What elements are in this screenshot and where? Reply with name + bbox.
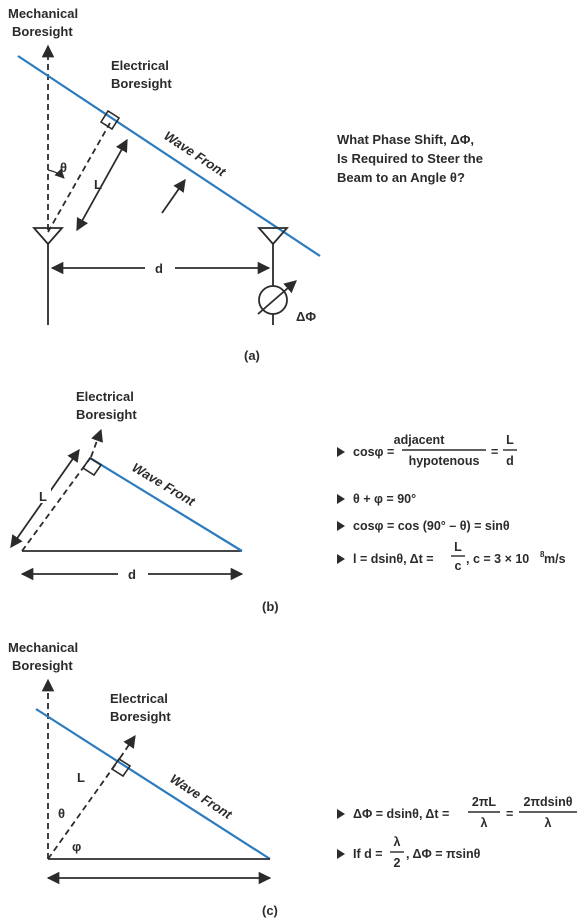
question-text: What Phase Shift, ΔΦ, Is Required to Ste…	[337, 132, 487, 185]
equation-b3: cosφ = cos (90° – θ) = sinθ	[337, 519, 510, 533]
svg-text:cosφ = cos (90° – θ) = sinθ: cosφ = cos (90° – θ) = sinθ	[353, 519, 510, 533]
propagation-arrow	[161, 178, 186, 214]
mechanical-boresight-label: Mechanical Boresight	[8, 640, 82, 673]
svg-text:, c = 3 × 10: , c = 3 × 10	[466, 552, 529, 566]
d-label: d	[128, 567, 136, 582]
svg-text:cosφ =: cosφ =	[353, 445, 394, 459]
l-label: L	[39, 489, 47, 504]
phi-label: φ	[72, 839, 81, 854]
bullet-triangle-icon	[337, 849, 345, 859]
phase-shifter-icon	[257, 280, 297, 315]
theta-arc	[47, 168, 65, 179]
svg-text:2πL: 2πL	[472, 795, 497, 809]
equation-b4: l = dsinθ, Δt = L c , c = 3 × 10 8 m/s	[337, 540, 566, 573]
svg-text:=: =	[506, 807, 513, 821]
bullet-triangle-icon	[337, 494, 345, 504]
delta-phi-label: ΔΦ	[296, 309, 316, 324]
l-dimension-arrow	[76, 138, 128, 232]
electrical-boresight-line	[21, 456, 92, 552]
wave-front-line	[89, 457, 243, 552]
svg-text:d: d	[506, 454, 514, 468]
svg-text:L: L	[454, 540, 462, 554]
svg-text:λ: λ	[545, 816, 552, 830]
bullet-triangle-icon	[337, 554, 345, 564]
caption-a: (a)	[244, 348, 260, 363]
equation-b1: cosφ = adjacent adjacent hypotenous = L …	[337, 433, 517, 468]
electrical-boresight-line	[47, 757, 121, 860]
electrical-boresight-label: Electrical Boresight	[111, 58, 172, 91]
l-label-bg	[37, 487, 51, 503]
svg-text:If d =: If d =	[353, 847, 383, 861]
l-label: L	[77, 770, 85, 785]
svg-text:λ: λ	[481, 816, 488, 830]
bullet-triangle-icon	[337, 447, 345, 457]
svg-text:=: =	[491, 445, 498, 459]
svg-text:adjacent: adjacent	[394, 433, 446, 447]
bullet-triangle-icon	[337, 809, 345, 819]
svg-text:c: c	[455, 559, 462, 573]
svg-text:θ + φ = 90°: θ + φ = 90°	[353, 492, 416, 506]
panel-c: Mechanical Boresight Electrical Boresigh…	[8, 640, 577, 918]
svg-text:, ΔΦ = πsinθ: , ΔΦ = πsinθ	[406, 847, 481, 861]
svg-text:2: 2	[394, 856, 401, 870]
electrical-boresight-label: Electrical Boresight	[76, 389, 137, 422]
caption-c: (c)	[262, 903, 278, 918]
electrical-boresight-arrow	[90, 428, 103, 458]
svg-text:m/s: m/s	[544, 552, 566, 566]
bullet-triangle-icon	[337, 521, 345, 531]
d-label: d	[155, 261, 163, 276]
svg-text:8: 8	[540, 550, 545, 559]
svg-text:λ: λ	[394, 835, 401, 849]
panel-b: Electrical Boresight Wave Front L d cosφ…	[10, 389, 566, 614]
caption-b: (b)	[262, 599, 279, 614]
right-angle-mark	[99, 109, 121, 131]
right-angle-mark	[81, 456, 103, 477]
electrical-boresight-label: Electrical Boresight	[110, 691, 171, 724]
wave-front-label: Wave Front	[129, 460, 198, 510]
wave-front-line	[35, 708, 271, 860]
theta-label: θ	[58, 806, 65, 821]
equation-c2: If d = λ 2 , ΔΦ = πsinθ	[337, 835, 481, 870]
svg-text:2πdsinθ: 2πdsinθ	[524, 795, 573, 809]
svg-text:l = dsinθ, Δt =: l = dsinθ, Δt =	[353, 552, 434, 566]
theta-label: θ	[60, 160, 67, 175]
svg-text:L: L	[506, 433, 514, 447]
svg-text:hypotenous: hypotenous	[409, 454, 480, 468]
panel-a: Mechanical Boresight Wave Front Electric…	[8, 6, 487, 363]
svg-text:ΔΦ = dsinθ, Δt =: ΔΦ = dsinθ, Δt =	[353, 807, 449, 821]
antenna-icon	[32, 227, 64, 325]
wave-front-line	[17, 55, 321, 257]
equation-b2: θ + φ = 90°	[337, 492, 416, 506]
l-label: L	[94, 177, 102, 192]
equation-c1: ΔΦ = dsinθ, Δt = 2πL λ = 2πdsinθ λ	[337, 795, 577, 830]
mechanical-boresight-label: Mechanical Boresight	[8, 6, 82, 39]
right-angle-mark	[110, 757, 132, 778]
electrical-boresight-arrow	[119, 734, 136, 759]
